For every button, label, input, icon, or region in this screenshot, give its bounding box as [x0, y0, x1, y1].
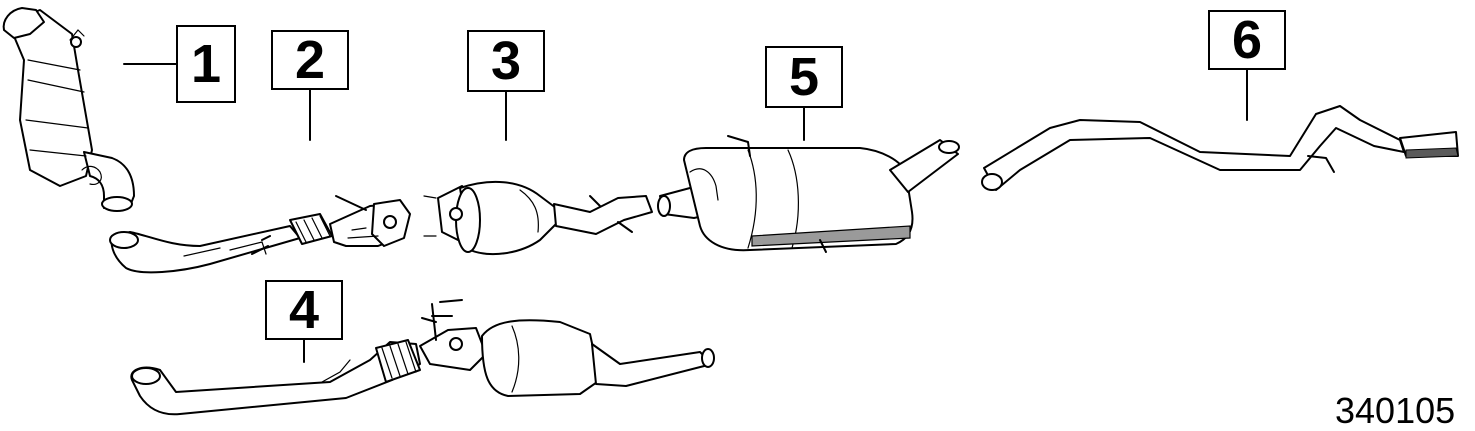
callout-1: 1 — [176, 25, 236, 103]
part-5-centre-silencer — [657, 135, 960, 253]
callout-3: 3 — [467, 30, 545, 92]
callout-5: 5 — [765, 46, 843, 108]
callout-4: 4 — [265, 280, 343, 340]
part-4-front-pipe-with-converter — [130, 299, 715, 416]
part-1-catalytic-converter — [2, 7, 135, 212]
part-6-rear-pipe — [981, 105, 1459, 191]
part-3-converter-section — [423, 180, 653, 256]
figure-number: 340105 — [1335, 390, 1456, 431]
part-2-front-pipe — [109, 195, 411, 274]
callout-6: 6 — [1208, 10, 1286, 70]
callout-2: 2 — [271, 30, 349, 90]
